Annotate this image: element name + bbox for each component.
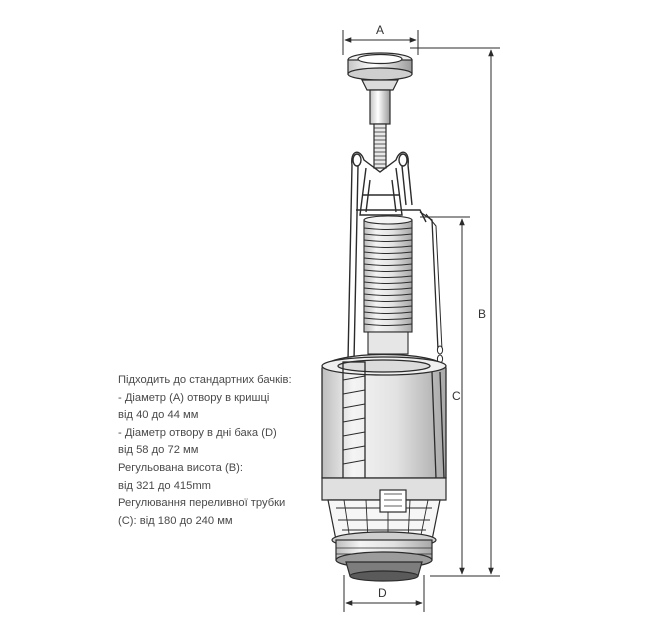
tube-rib (363, 287, 413, 290)
spec-line: від 58 до 72 мм (118, 444, 199, 457)
spec-line: Підходить до стандартних бачків: (118, 374, 292, 386)
spec-line: від 321 до 415mm (118, 479, 212, 492)
tube-rib (363, 269, 413, 272)
chain-link (436, 345, 444, 355)
ladder-rung (342, 375, 366, 381)
valve-body (321, 353, 447, 483)
upper-frame (347, 151, 427, 361)
ladder-rung (342, 445, 366, 451)
tube-rib (363, 299, 413, 302)
spec-line: (C): від 180 до 240 мм (118, 514, 233, 527)
push-button-cap (347, 52, 413, 91)
spec-line: - Діаметр (А) отвору в кришці (118, 391, 270, 404)
tube-rib (363, 323, 413, 326)
push-stem (369, 89, 391, 169)
lower-cage (321, 477, 447, 582)
ladder-rung (342, 403, 366, 409)
dimension-c-label: C (452, 389, 461, 403)
tube-rib (363, 293, 413, 296)
tube-rib (363, 245, 413, 248)
tube-rib (363, 275, 413, 278)
tube-rib (363, 317, 413, 320)
dimension-a: A (342, 23, 419, 55)
tube-rib (363, 233, 413, 236)
ladder-rung (342, 431, 366, 437)
dimension-d: D (343, 575, 425, 612)
spec-line: від 40 до 44 мм (118, 409, 199, 422)
ladder-rung (342, 459, 366, 465)
tube-rib (363, 281, 413, 284)
dimension-b-label: B (478, 307, 486, 321)
dimension-d-label: D (378, 586, 387, 600)
spec-line: Регульована висота (B): (118, 461, 243, 474)
spec-line: - Діаметр отвору в дні бака (D) (118, 426, 277, 439)
tube-rib (363, 251, 413, 254)
dimension-a-label: A (376, 23, 384, 37)
tube-rib (363, 257, 413, 260)
spec-line: Регулювання переливної трубки (118, 497, 286, 510)
tube-rib (363, 263, 413, 266)
tube-rib (363, 227, 413, 230)
overflow-tube (363, 215, 413, 355)
tube-rib (363, 239, 413, 242)
ladder-rung (342, 417, 366, 423)
tube-rib (363, 311, 413, 314)
tube-rib (363, 305, 413, 308)
specs-text-block: Підходить до стандартних бачків: - Діаме… (118, 372, 318, 530)
ladder-rung (342, 389, 366, 395)
